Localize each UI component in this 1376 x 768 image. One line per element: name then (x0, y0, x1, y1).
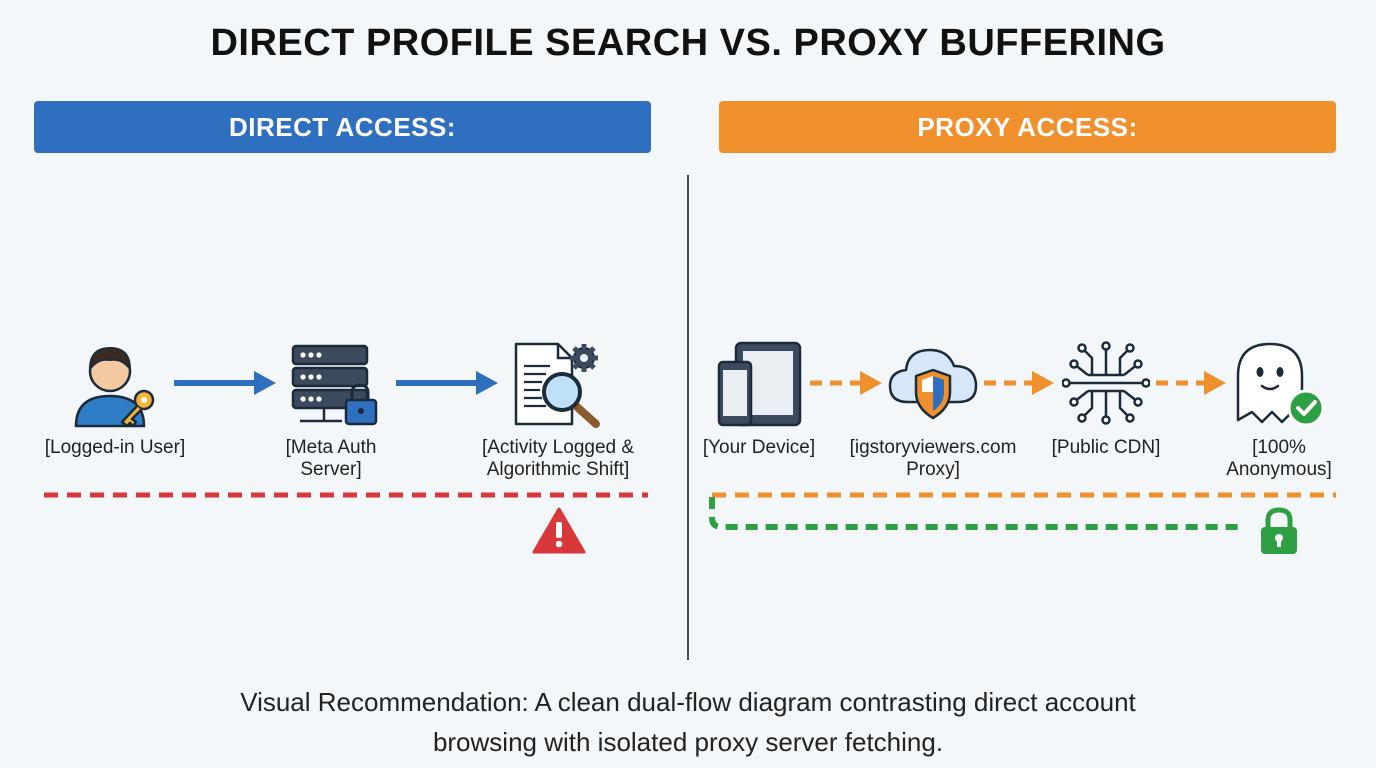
node-label-line2: Server] (300, 459, 362, 480)
direct-access-header-label: DIRECT ACCESS: (228, 111, 457, 142)
node-label-line1: [Your Device] (702, 437, 816, 458)
lock-icon (1261, 507, 1297, 554)
node-label-line1: [Public CDN] (1051, 437, 1161, 458)
ghost-check-icon (1236, 342, 1325, 427)
footer-line2: browsing with isolated proxy server fetc… (432, 727, 944, 757)
node-label-line1: [Logged-in User] (44, 437, 186, 458)
direct-arrow-1 (174, 371, 276, 395)
node-meta-auth-server: [Meta Auth Server] (256, 437, 406, 481)
node-label-line1: [igstoryviewers.com (849, 437, 1017, 458)
node-logged-in-user: [Logged-in User] (35, 437, 195, 459)
proxy-secure-line (709, 497, 1244, 530)
cloud-shield-icon (888, 348, 978, 420)
proxy-arrow-2 (984, 371, 1054, 395)
node-100-anonymous: [100% Anonymous] (1212, 437, 1346, 481)
proxy-arrow-1 (810, 371, 882, 395)
page-title: DIRECT PROFILE SEARCH VS. PROXY BUFFERIN… (210, 22, 1166, 64)
node-label-line2: Anonymous] (1226, 459, 1332, 480)
proxy-arrow-3 (1156, 371, 1226, 395)
node-igstoryviewers-proxy: [igstoryviewers.com Proxy] (838, 437, 1028, 481)
node-public-cdn: [Public CDN] (1040, 437, 1172, 459)
node-label-line2: Proxy] (906, 459, 960, 480)
document-search-icon (514, 342, 600, 428)
server-lock-icon (291, 344, 378, 426)
visual-recommendation-note: Visual Recommendation: A clean dual-flow… (0, 682, 1376, 762)
node-label-line1: [Meta Auth (285, 437, 377, 458)
node-label-line2: Algorithmic Shift] (486, 459, 630, 480)
user-key-icon (74, 346, 155, 428)
node-label-line1: [Activity Logged & (481, 437, 635, 458)
proxy-access-header: PROXY ACCESS: (719, 101, 1336, 153)
direct-access-header: DIRECT ACCESS: (34, 101, 651, 153)
network-hub-icon (1062, 341, 1150, 425)
footer-line1: Visual Recommendation: A clean dual-flow… (240, 687, 1136, 717)
section-divider (687, 175, 689, 660)
node-label-line1: [100% (1252, 437, 1306, 458)
proxy-access-header-label: PROXY ACCESS: (917, 111, 1138, 142)
node-activity-logged: [Activity Logged & Algorithmic Shift] (468, 437, 648, 481)
direct-arrow-2 (396, 371, 498, 395)
node-your-device: [Your Device] (694, 437, 824, 459)
devices-icon (717, 341, 802, 427)
warning-icon (532, 507, 586, 554)
